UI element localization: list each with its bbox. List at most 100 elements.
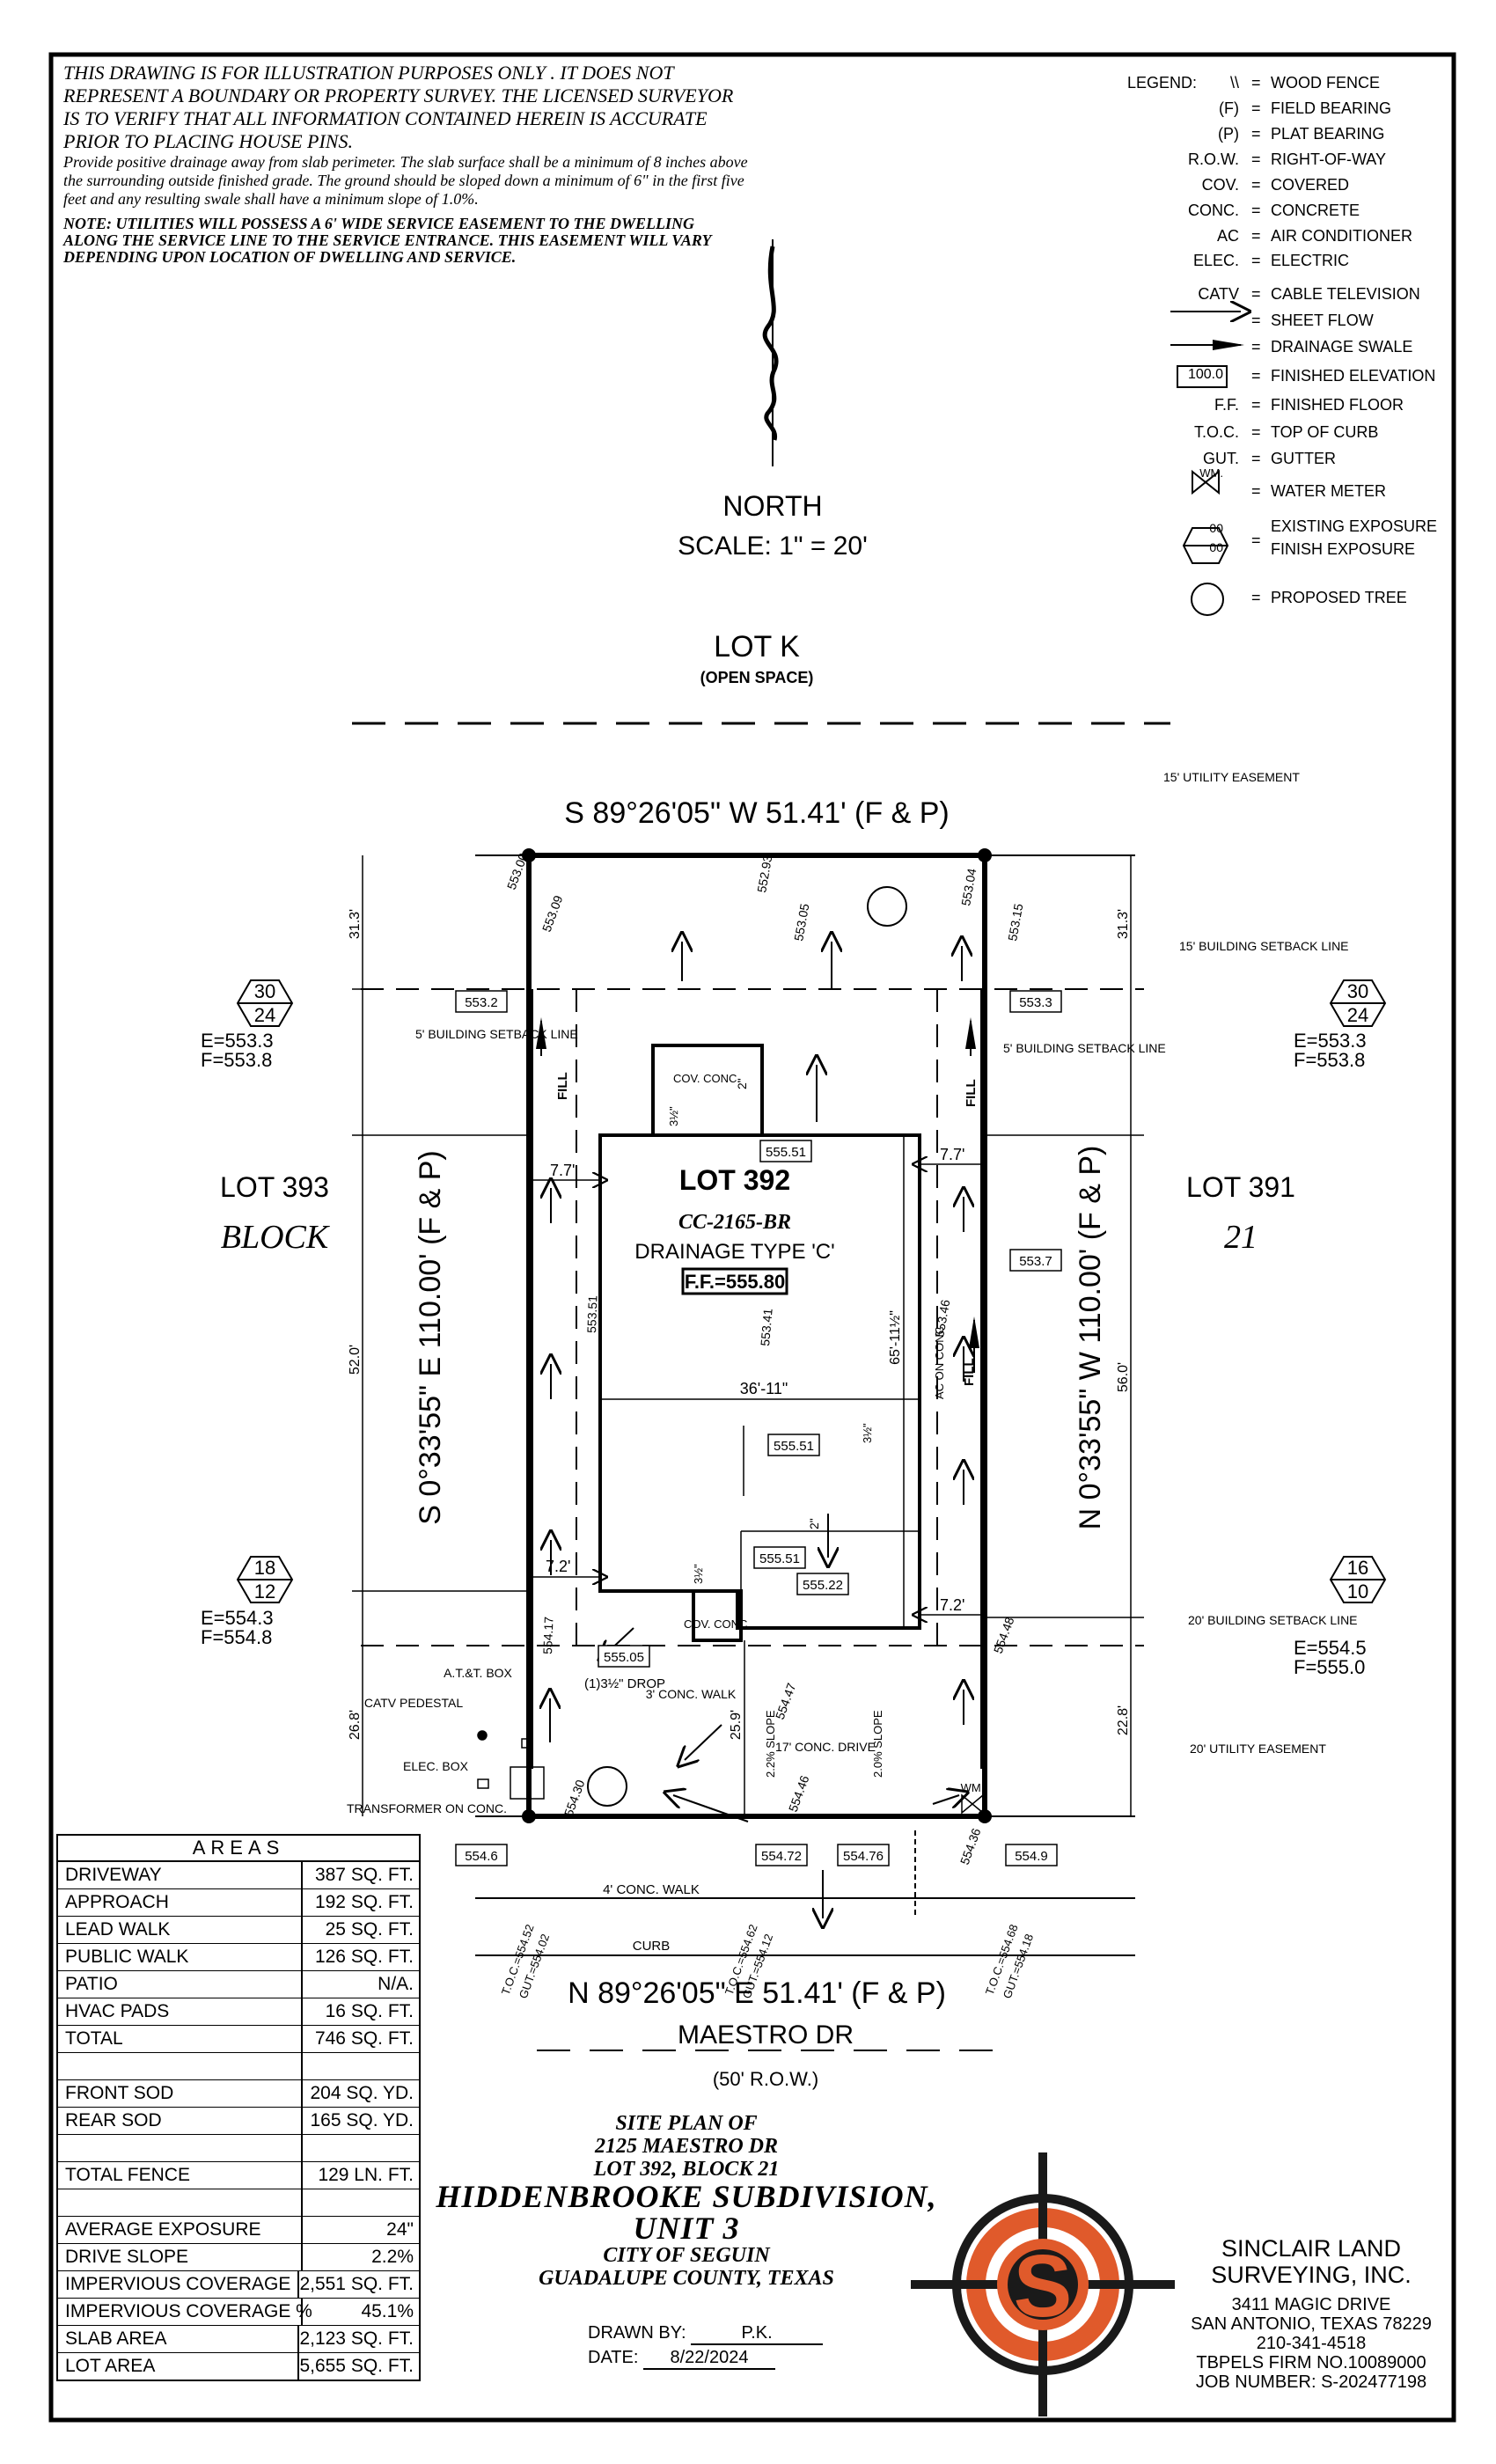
elevation-boxes	[455, 990, 1062, 1866]
areas-row	[58, 2189, 419, 2217]
se-e: E=554.5	[1294, 1637, 1367, 1659]
site-plan-title: SITE PLAN OF 2125 MAESTRO DR LOT 392, BL…	[414, 2112, 959, 2290]
area-label: TOTAL	[58, 2026, 303, 2052]
bsl-5-right-label: 5' BUILDING SETBACK LINE	[1003, 1041, 1166, 1055]
area-label: IMPERVIOUS COVERAGE %	[58, 2299, 312, 2325]
legend-row: LEGEND:\\=WOOD FENCE	[1126, 74, 1380, 92]
area-label: DRIVE SLOPE	[58, 2244, 303, 2270]
area-value: 25 SQ. FT.	[325, 1919, 414, 1940]
step-label: 3½"	[861, 1423, 874, 1443]
legend-row: AC=AIR CONDITIONER	[1216, 227, 1413, 245]
legend-desc: PROPOSED TREE	[1271, 589, 1407, 606]
open-space-label: (OPEN SPACE)	[700, 669, 814, 686]
dim-side-left-top: 7.7'	[550, 1162, 575, 1179]
utility-icons	[477, 1730, 984, 1815]
company-firm: TBPELS FIRM NO.10089000	[1196, 2353, 1426, 2372]
bsl-5-left-label: 5' BUILDING SETBACK LINE	[415, 1027, 578, 1041]
dimension-lines	[352, 855, 1144, 1816]
legend-abbr: 100.0	[1187, 367, 1223, 382]
fill-label: FILL	[555, 1072, 570, 1100]
legend-symbols	[1170, 312, 1241, 616]
utility-20-label: 20' UTILITY EASEMENT	[1190, 1742, 1326, 1756]
dim-mid-right: 56.0'	[1116, 1362, 1131, 1392]
drop-label: (1)3½" DROP	[584, 1676, 665, 1691]
legend-abbr: 00	[1209, 540, 1223, 554]
spot-elevation: 553.09	[539, 893, 566, 934]
county: GUADALUPE COUNTY, TEXAS	[539, 2267, 834, 2290]
dim-mid-left: 52.0'	[348, 1345, 363, 1375]
dim-side-right-top: 7.7'	[940, 1146, 964, 1163]
disclaimer: THIS DRAWING IS FOR ILLUSTRATION PURPOSE…	[63, 62, 750, 266]
drainage-swale-arrows	[536, 1017, 979, 1373]
legend-desc: EXISTING EXPOSURE	[1271, 517, 1438, 535]
legend-row: T.O.C.=TOP OF CURB	[1193, 423, 1379, 441]
dim-bot-left: 26.8'	[348, 1710, 363, 1740]
dim-top-left: 31.3'	[348, 909, 363, 939]
elev-box: 553.7	[1019, 1254, 1052, 1269]
dim-house-depth: 65'-11½"	[888, 1310, 903, 1365]
se-finish: 10	[1347, 1580, 1368, 1602]
area-label: PATIO	[58, 1971, 303, 1998]
area-label: AVERAGE EXPOSURE	[58, 2217, 303, 2243]
exposure-hexagon-icon	[236, 979, 1387, 1603]
se-existing: 16	[1347, 1557, 1368, 1579]
legend-abbr: F.F.	[1214, 396, 1239, 414]
drive-label: 17' CONC. DRIVE	[775, 1740, 876, 1754]
legend-row: =PROPOSED TREE	[1251, 589, 1407, 606]
elec-label: ELEC. BOX	[403, 1759, 469, 1773]
house-footprint	[598, 1044, 921, 1642]
area-label	[58, 2189, 303, 2216]
legend-row: F.F.=FINISHED FLOOR	[1214, 396, 1404, 414]
legend-row: COV.=COVERED	[1201, 176, 1350, 194]
elev-box: 554.76	[843, 1849, 884, 1864]
legend-row: 00	[1109, 521, 1461, 542]
dim-side-left-bot: 7.2'	[546, 1558, 570, 1575]
spot-elevation: 554.36	[957, 1826, 984, 1866]
spot-elevation: 553.41	[758, 1308, 775, 1346]
elev-box: 554.9	[1015, 1849, 1048, 1864]
legend-row: 100.0=FINISHED ELEVATION	[1187, 367, 1436, 385]
water-meter-label: WM.	[961, 1781, 985, 1794]
cov-conc-front-label: COV. CONC.	[684, 1617, 751, 1631]
legend-row: FINISH EXPOSURE	[1109, 540, 1461, 561]
legend-desc: GUTTER	[1271, 450, 1336, 467]
spot-elevation: 553.51	[584, 1295, 599, 1334]
area-label: REAR SOD	[58, 2108, 303, 2134]
disclaimer-text: THIS DRAWING IS FOR ILLUSTRATION PURPOSE…	[63, 62, 734, 152]
area-value	[303, 2189, 419, 2216]
spot-elevation: 554.17	[540, 1617, 555, 1655]
drainage-note: Provide positive drainage away from slab…	[63, 153, 748, 208]
area-label: PUBLIC WALK	[58, 1944, 303, 1970]
spot-elevation: 554.48	[991, 1615, 1017, 1655]
att-label: A.T.&T. BOX	[444, 1666, 512, 1680]
legend-row: GUT.=GUTTER	[1202, 450, 1336, 467]
spot-elevation: 553.05	[791, 902, 811, 942]
area-label	[58, 2135, 303, 2161]
row-label: (50' R.O.W.)	[713, 2068, 818, 2090]
legend-desc: PLAT BEARING	[1271, 125, 1385, 143]
lot-boundary	[526, 853, 987, 1819]
area-value	[303, 2053, 419, 2079]
elev-box: 554.72	[761, 1849, 802, 1864]
curb-label: CURB	[633, 1939, 671, 1954]
setback-lines	[361, 988, 1144, 1646]
nw-finish: 24	[254, 1004, 275, 1026]
drawn-by-label: DRAWN BY:	[588, 2323, 686, 2343]
legend-abbr: (F)	[1219, 99, 1239, 117]
legend-desc: CABLE TELEVISION	[1271, 285, 1420, 303]
fill-label: FILL	[964, 1079, 979, 1107]
legend-row: (F)=FIELD BEARING	[1219, 99, 1392, 117]
sheet-flow-arrows	[550, 942, 964, 1918]
area-value: 204 SQ. YD.	[310, 2083, 414, 2103]
subdivision-unit: UNIT 3	[633, 2211, 740, 2246]
transformer-label: TRANSFORMER ON CONC.	[347, 1801, 507, 1815]
city: CITY OF SEGUIN	[603, 2244, 770, 2267]
